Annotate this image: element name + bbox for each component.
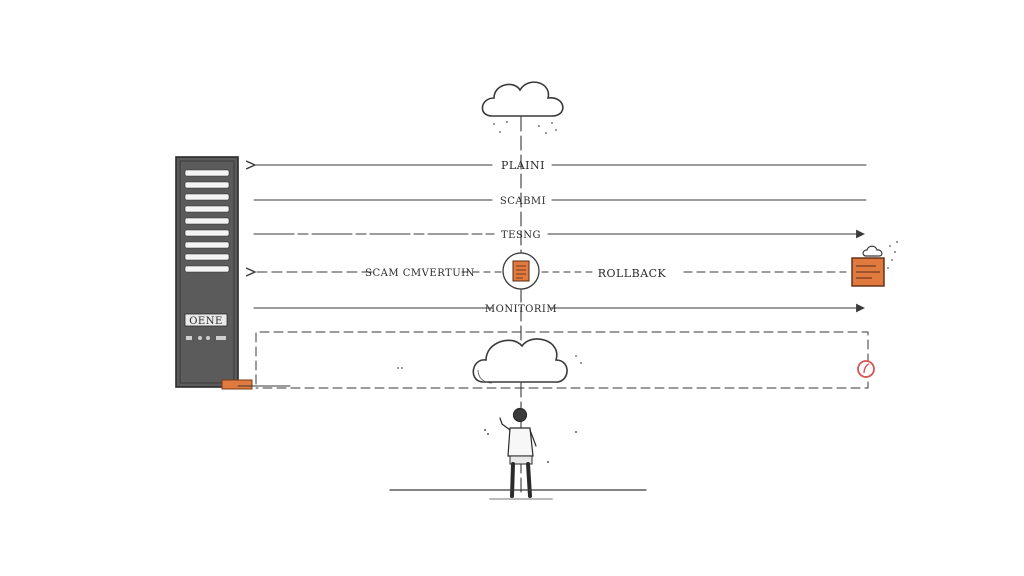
document-node-icon	[502, 252, 540, 290]
plan-label: PLAINI	[501, 159, 545, 172]
scan-conversion-label: SCAM CMVERTUIN	[365, 268, 475, 279]
person-figure-icon	[484, 407, 577, 498]
rollback-label: ROLLBACK	[598, 267, 667, 280]
scan-label: SCABMI	[500, 196, 546, 207]
alert-marker-icon	[857, 360, 875, 378]
top-cloud-icon	[481, 81, 564, 134]
server-panel-label: OENE	[189, 316, 223, 327]
testing-label: TESNG	[501, 230, 541, 241]
monitoring-label: MONITORIM	[485, 304, 557, 315]
feedback-loop-path	[255, 331, 869, 389]
bottom-cloud-icon	[397, 338, 582, 384]
deploy-target-icon	[851, 241, 898, 287]
server-rack-icon	[175, 156, 253, 390]
